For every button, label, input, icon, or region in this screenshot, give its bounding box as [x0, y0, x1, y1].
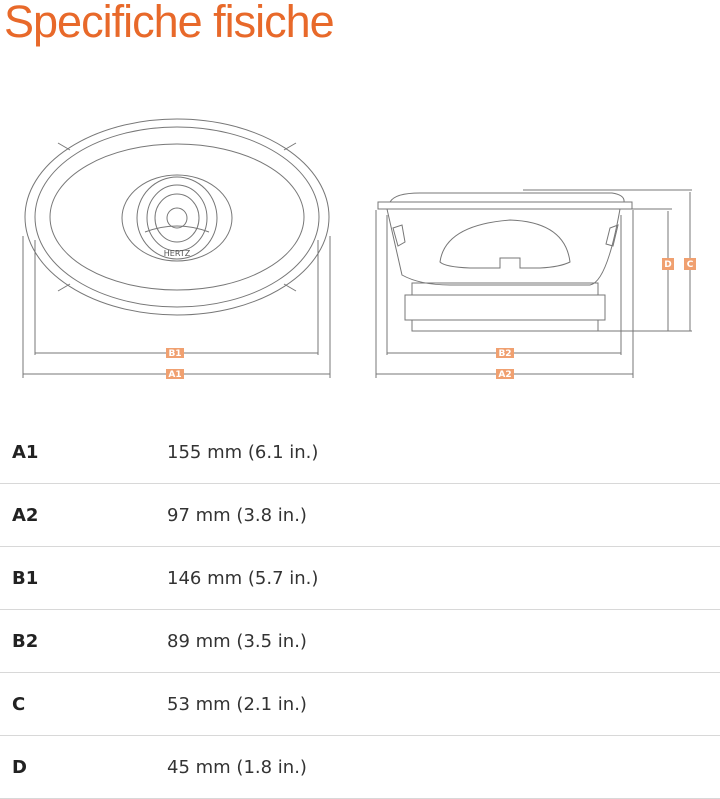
- specs-table: A1 155 mm (6.1 in.) A2 97 mm (3.8 in.) B1 1…: [0, 421, 720, 799]
- side-view: B2 A2 D C: [375, 189, 696, 380]
- label-d: D: [664, 260, 671, 270]
- spec-label: A2: [12, 504, 39, 526]
- table-row: B2 89 mm (3.5 in.): [0, 610, 720, 673]
- spec-value: 53 mm (2.1 in.): [167, 693, 307, 715]
- label-b2: B2: [498, 349, 511, 359]
- spec-value: 89 mm (3.5 in.): [167, 630, 307, 652]
- spec-value: 45 mm (1.8 in.): [167, 756, 307, 778]
- speaker-dimension-diagram: HERTZ B1 A1 B2 A2 D C: [22, 118, 696, 380]
- label-a1: A1: [168, 370, 181, 380]
- table-row: B1 146 mm (5.7 in.): [0, 547, 720, 610]
- spec-value: 146 mm (5.7 in.): [167, 567, 319, 589]
- spec-label: A1: [12, 441, 39, 463]
- page-title: Specifiche fisiche: [4, 0, 335, 47]
- table-row: A1 155 mm (6.1 in.): [0, 421, 720, 484]
- table-row: D 45 mm (1.8 in.): [0, 736, 720, 799]
- spec-label: C: [12, 693, 26, 715]
- brand-logo: HERTZ: [164, 249, 191, 258]
- spec-label: D: [12, 756, 27, 778]
- table-row: A2 97 mm (3.8 in.): [0, 484, 720, 547]
- label-c: C: [687, 260, 694, 270]
- spec-label: B1: [12, 567, 39, 589]
- label-b1: B1: [168, 349, 181, 359]
- front-view: HERTZ B1 A1: [22, 118, 331, 380]
- spec-value: 97 mm (3.8 in.): [167, 504, 307, 526]
- spec-label: B2: [12, 630, 39, 652]
- label-a2: A2: [498, 370, 511, 380]
- spec-value: 155 mm (6.1 in.): [167, 441, 319, 463]
- table-row: C 53 mm (2.1 in.): [0, 673, 720, 736]
